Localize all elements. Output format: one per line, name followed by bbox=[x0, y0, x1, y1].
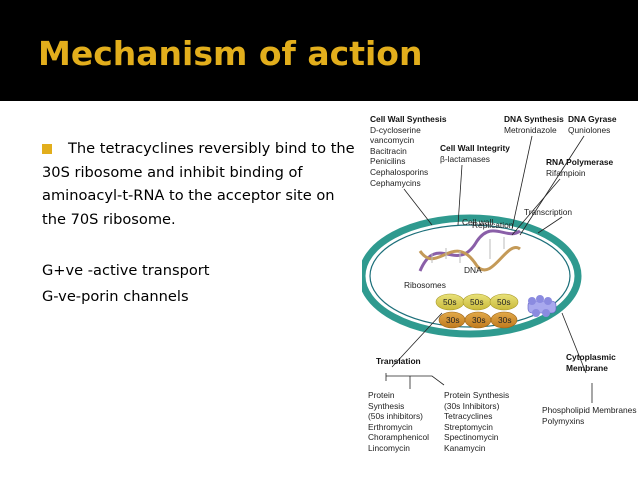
dna-synthesis-block: DNA Synthesis Metronidazole bbox=[504, 114, 564, 135]
svg-text:Cephamycins: Cephamycins bbox=[370, 178, 421, 188]
svg-text:DNA Synthesis: DNA Synthesis bbox=[504, 114, 564, 124]
title-bar: Mechanism of action bbox=[0, 0, 638, 100]
svg-text:D-cycloserine: D-cycloserine bbox=[370, 125, 421, 135]
svg-text:Cephalosporins: Cephalosporins bbox=[370, 167, 428, 177]
ribosome-30s-row: 30s 30s 30s bbox=[438, 311, 518, 329]
cell-wall-synthesis-block: Cell Wall Synthesis D-cycloserine vancom… bbox=[370, 114, 447, 188]
ribosomes-label: Ribosomes bbox=[404, 280, 446, 290]
svg-text:Phospholipid Membranes: Phospholipid Membranes bbox=[542, 405, 637, 415]
rna-polymerase-block: RNA Polymerase Rifampioin bbox=[546, 157, 614, 178]
ribosome-50s-row: 50s 50s 50s bbox=[435, 293, 519, 311]
svg-text:Lincomycin: Lincomycin bbox=[368, 443, 410, 453]
svg-text:Metronidazole: Metronidazole bbox=[504, 125, 557, 135]
svg-text:Protein Synthesis: Protein Synthesis bbox=[444, 390, 509, 400]
slide-title: Mechanism of action bbox=[38, 34, 423, 73]
cell-wall-synthesis-heading: Cell Wall Synthesis bbox=[370, 114, 447, 124]
dna-helix bbox=[418, 229, 521, 272]
svg-text:Penicilins: Penicilins bbox=[370, 156, 405, 166]
svg-text:Rifampioin: Rifampioin bbox=[546, 168, 586, 178]
svg-text:RNA Polymerase: RNA Polymerase bbox=[546, 157, 614, 167]
protein-30s-block: Protein Synthesis (30s Inhibitors) Tetra… bbox=[444, 390, 509, 453]
note-gram-positive: G+ve -active transport bbox=[42, 262, 210, 279]
antibiotic-targets-diagram: Cell wall Replication DNA Ribosomes 50s … bbox=[362, 114, 637, 453]
r30-1: 30s bbox=[446, 315, 460, 325]
note-gram-negative: G-ve-porin channels bbox=[42, 288, 189, 305]
svg-text:Cell Wall Integrity: Cell Wall Integrity bbox=[440, 143, 510, 153]
bullet-marker bbox=[42, 144, 52, 154]
r50-2: 50s bbox=[470, 297, 484, 307]
membrane-protein bbox=[527, 295, 557, 317]
svg-text:Membrane: Membrane bbox=[566, 363, 608, 373]
phospholipid-block: Phospholipid Membranes Polymyxins bbox=[542, 405, 637, 426]
svg-text:DNA Gyrase: DNA Gyrase bbox=[568, 114, 617, 124]
cell-membrane bbox=[369, 224, 571, 328]
r30-2: 30s bbox=[472, 315, 486, 325]
svg-text:Quniolones: Quniolones bbox=[568, 125, 610, 135]
svg-text:Polymyxins: Polymyxins bbox=[542, 416, 584, 426]
svg-text:Cytoplasmic: Cytoplasmic bbox=[566, 352, 616, 362]
cell-wall-outer bbox=[362, 214, 582, 338]
bullet-body: The tetracyclines reversibly bind to the… bbox=[42, 140, 355, 228]
transcription-label: Transcription bbox=[524, 207, 572, 217]
cytoplasmic-membrane-block: Cytoplasmic Membrane bbox=[566, 352, 616, 373]
replication-label: Replication bbox=[472, 220, 514, 230]
svg-text:β-lactamases: β-lactamases bbox=[440, 154, 490, 164]
svg-text:Spectinomycin: Spectinomycin bbox=[444, 432, 499, 442]
svg-text:Erthromycin: Erthromycin bbox=[368, 422, 413, 432]
r50-3: 50s bbox=[497, 297, 511, 307]
svg-text:(30s Inhibitors): (30s Inhibitors) bbox=[444, 401, 500, 411]
svg-text:Bacitracin: Bacitracin bbox=[370, 146, 407, 156]
r50-1: 50s bbox=[443, 297, 457, 307]
svg-text:Protein: Protein bbox=[368, 390, 395, 400]
protein-50s-block: Protein Synthesis (50s inhibitors) Erthr… bbox=[368, 390, 429, 453]
connector-lines bbox=[385, 135, 593, 403]
cell-wall-integrity-block: Cell Wall Integrity β-lactamases bbox=[440, 143, 510, 164]
dna-gyrase-block: DNA Gyrase Quniolones bbox=[568, 114, 617, 135]
svg-text:Choramphenicol: Choramphenicol bbox=[368, 432, 429, 442]
svg-text:(50s inhibitors): (50s inhibitors) bbox=[368, 411, 423, 421]
bullet-text: The tetracyclines reversibly bind to the… bbox=[42, 137, 362, 231]
translation-heading: Translation bbox=[376, 356, 421, 366]
dna-label: DNA bbox=[464, 265, 482, 275]
slide-content: The tetracyclines reversibly bind to the… bbox=[0, 101, 638, 479]
r30-3: 30s bbox=[498, 315, 512, 325]
svg-text:Tetracyclines: Tetracyclines bbox=[444, 411, 492, 421]
svg-text:vancomycin: vancomycin bbox=[370, 135, 415, 145]
cell-wall-tag: Cell wall bbox=[462, 217, 493, 227]
svg-text:Kanamycin: Kanamycin bbox=[444, 443, 486, 453]
svg-text:Streptomycin: Streptomycin bbox=[444, 422, 493, 432]
svg-text:Synthesis: Synthesis bbox=[368, 401, 404, 411]
